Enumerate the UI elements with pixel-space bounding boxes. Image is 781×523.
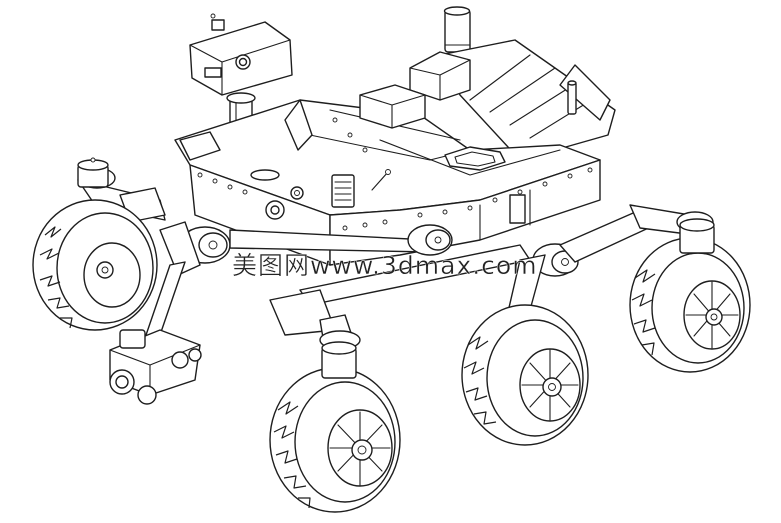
rover-body [174,84,601,266]
robotic-arm [109,221,231,405]
wheel-front-left [32,199,158,331]
mast-camera [189,13,293,165]
wheel-middle-left [269,341,401,513]
wheel-middle-right [461,304,589,446]
hub-post-front-left [77,157,109,188]
wheel-rear-right [629,218,751,373]
watermark-text: 美图网www.3dmax.com [232,251,538,280]
suspension [77,167,714,351]
body-rivets [197,117,593,231]
